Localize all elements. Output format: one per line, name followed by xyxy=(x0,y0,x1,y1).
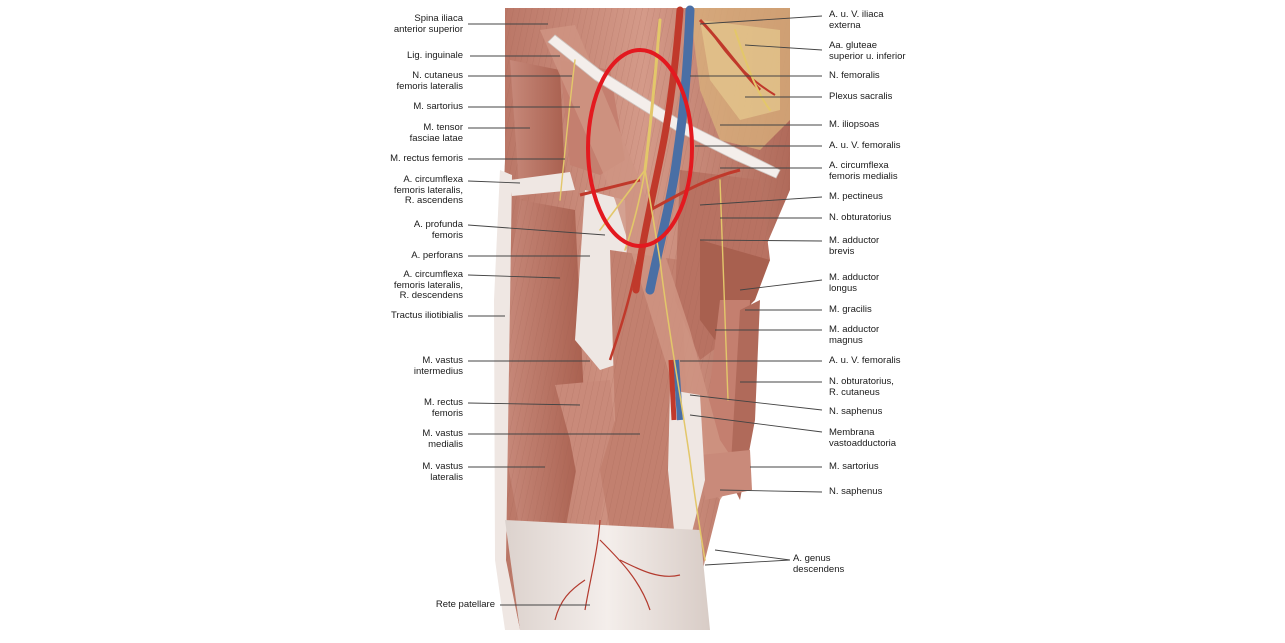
label-m-gracilis: M. gracilis xyxy=(829,304,872,315)
label-rete-patellare: Rete patellare xyxy=(435,599,495,610)
label-m-tensor-fasciae-latae: M. tensor fasciae latae xyxy=(409,122,463,144)
left-leader-lines xyxy=(467,23,640,606)
label-aa-gluteae: Aa. gluteae superior u. inferior xyxy=(829,40,906,62)
label-m-sartorius-left: M. sartorius xyxy=(413,101,463,112)
label-m-vastus-medialis: M. vastus medialis xyxy=(422,428,463,450)
label-m-vastus-lateralis: M. vastus lateralis xyxy=(422,461,463,483)
label-n-saphenus-upper: N. saphenus xyxy=(829,406,883,417)
label-membrana-vastoadductoria: Membrana vastoadductoria xyxy=(829,427,897,449)
label-a-v-femoralis-lower: A. u. V. femoralis xyxy=(829,355,901,366)
label-spina-iliaca: Spina iliaca anterior superior xyxy=(393,13,463,35)
label-a-v-femoralis-upper: A. u. V. femoralis xyxy=(829,140,901,151)
nerves xyxy=(559,18,771,561)
label-m-adductor-magnus: M. adductor magnus xyxy=(829,324,880,346)
label-m-pectineus: M. pectineus xyxy=(829,191,883,202)
label-m-sartorius-right: M. sartorius xyxy=(829,461,879,472)
knee-fascia xyxy=(505,520,710,630)
label-a-circumflexa-medialis: A. circumflexa femoris medialis xyxy=(829,160,898,182)
label-n-cutaneus-femoris-lateralis: N. cutaneus femoris lateralis xyxy=(396,70,463,92)
label-m-adductor-brevis: M. adductor brevis xyxy=(829,235,880,257)
label-tractus-iliotibialis: Tractus iliotibialis xyxy=(391,310,463,321)
label-n-saphenus-lower: N. saphenus xyxy=(829,486,883,497)
iliotibial-tract xyxy=(494,170,520,630)
label-m-iliopsoas: M. iliopsoas xyxy=(829,119,880,130)
label-m-rectus-femoris-upper: M. rectus femoris xyxy=(390,153,463,164)
label-n-obturatorius: N. obturatorius xyxy=(829,212,892,223)
label-a-genus-descendens: A. genus descendens xyxy=(793,553,845,575)
sartorius-lower xyxy=(700,450,752,500)
label-n-obturatorius-r-cutaneus: N. obturatorius, R. cutaneus xyxy=(829,376,894,398)
label-a-perforans: A. perforans xyxy=(411,250,463,261)
label-a-circumflexa-descendens: A. circumflexa femoris lateralis, R. des… xyxy=(393,269,463,301)
label-m-rectus-femoris-lower: M. rectus femoris xyxy=(423,397,463,419)
adductor-muscles xyxy=(675,170,770,500)
label-m-adductor-longus: M. adductor longus xyxy=(829,272,880,294)
label-m-vastus-intermedius: M. vastus intermedius xyxy=(413,355,463,377)
rete-patellare-vessels xyxy=(554,519,681,621)
label-a-v-iliaca-externa: A. u. V. iliaca externa xyxy=(829,9,884,31)
label-a-circumflexa-ascendens: A. circumflexa femoris lateralis, R. asc… xyxy=(393,174,463,206)
highlight-ellipse xyxy=(586,48,694,248)
label-lig-inguinale: Lig. inguinale xyxy=(407,50,463,61)
label-plexus-sacralis: Plexus sacralis xyxy=(829,91,893,102)
lateral-muscles xyxy=(505,60,585,560)
label-a-profunda-femoris: A. profunda femoris xyxy=(413,219,463,241)
right-leader-lines xyxy=(680,15,823,566)
label-n-femoralis: N. femoralis xyxy=(829,70,880,81)
